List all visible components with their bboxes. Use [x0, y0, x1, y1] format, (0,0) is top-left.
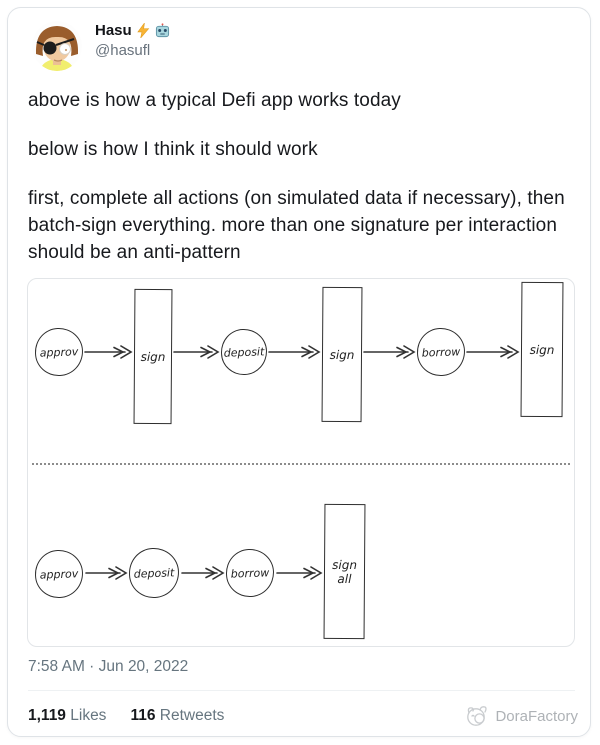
avatar-image	[32, 21, 82, 71]
flow-node-sign: sign	[520, 281, 564, 418]
footer-divider	[28, 690, 575, 691]
flow-node-sign: sign	[321, 286, 363, 423]
flow-node-sign-all: sign all	[323, 503, 366, 640]
flow-node-sign: sign	[133, 288, 173, 425]
stats-row: 1,119 Likes 116 Retweets	[28, 707, 224, 725]
timestamp[interactable]: 7:58 AM · Jun 20, 2022	[28, 658, 189, 675]
retweets-stat[interactable]: 116 Retweets	[130, 707, 224, 725]
likes-stat[interactable]: 1,119 Likes	[28, 707, 106, 725]
watermark: DoraFactory	[464, 705, 578, 727]
dorafactory-logo-icon	[467, 706, 488, 726]
dotted-divider	[32, 463, 570, 465]
tweet-text: above is how a typical Defi app works to…	[28, 87, 576, 266]
watermark-label: DoraFactory	[495, 707, 578, 725]
tweet-paragraph: first, complete all actions (on simulate…	[28, 188, 565, 263]
tweet-paragraph: below is how I think it should work	[28, 139, 318, 160]
diagram-arrows	[84, 345, 520, 580]
flow-diagram-image[interactable]: approv sign deposit sign borrow sign app…	[27, 278, 575, 647]
tweet-paragraph: above is how a typical Defi app works to…	[28, 90, 401, 111]
avatar[interactable]	[32, 21, 82, 71]
tweet-card: Hasu @hasufl above is how a typical Defi…	[7, 7, 591, 737]
author-handle[interactable]: @hasufl	[95, 42, 151, 59]
author-name[interactable]: Hasu	[95, 22, 132, 39]
likes-label: Likes	[70, 707, 107, 724]
lightning-icon	[137, 23, 149, 38]
retweets-label: Retweets	[159, 707, 225, 724]
robot-icon	[155, 23, 169, 38]
retweets-count: 116	[130, 707, 156, 724]
likes-count: 1,119	[28, 707, 66, 724]
